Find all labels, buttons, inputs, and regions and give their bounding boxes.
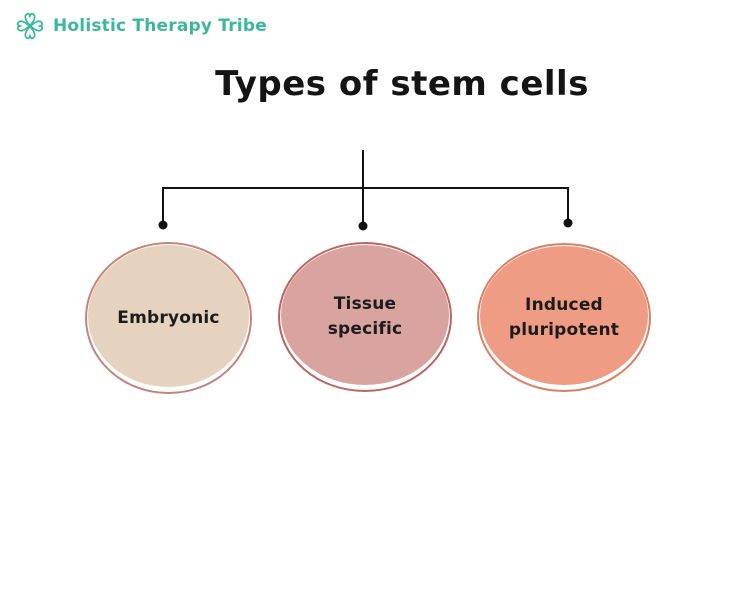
node-induced-pluripotent-label: Induced pluripotent bbox=[508, 294, 620, 340]
node-tissue-specific: Tissue specific bbox=[278, 242, 452, 392]
node-induced-pluripotent-fill bbox=[480, 246, 648, 385]
node-induced-pluripotent: Induced pluripotent bbox=[477, 243, 651, 392]
celtic-knot-icon bbox=[13, 9, 47, 43]
node-embryonic-label: Embryonic bbox=[117, 307, 220, 328]
connector-dot-left bbox=[158, 220, 168, 230]
connector-dot-right bbox=[563, 218, 573, 228]
node-tissue-specific-label: Tissue specific bbox=[327, 294, 403, 339]
node-embryonic-fill bbox=[88, 245, 249, 387]
node-embryonic: Embryonic bbox=[85, 242, 252, 394]
connector-dot-center bbox=[358, 221, 368, 231]
brand-name: Holistic Therapy Tribe bbox=[53, 16, 267, 36]
brand-logo: Holistic Therapy Tribe bbox=[13, 9, 267, 43]
page-title: Types of stem cells bbox=[215, 64, 589, 104]
node-tissue-specific-fill bbox=[281, 245, 449, 385]
